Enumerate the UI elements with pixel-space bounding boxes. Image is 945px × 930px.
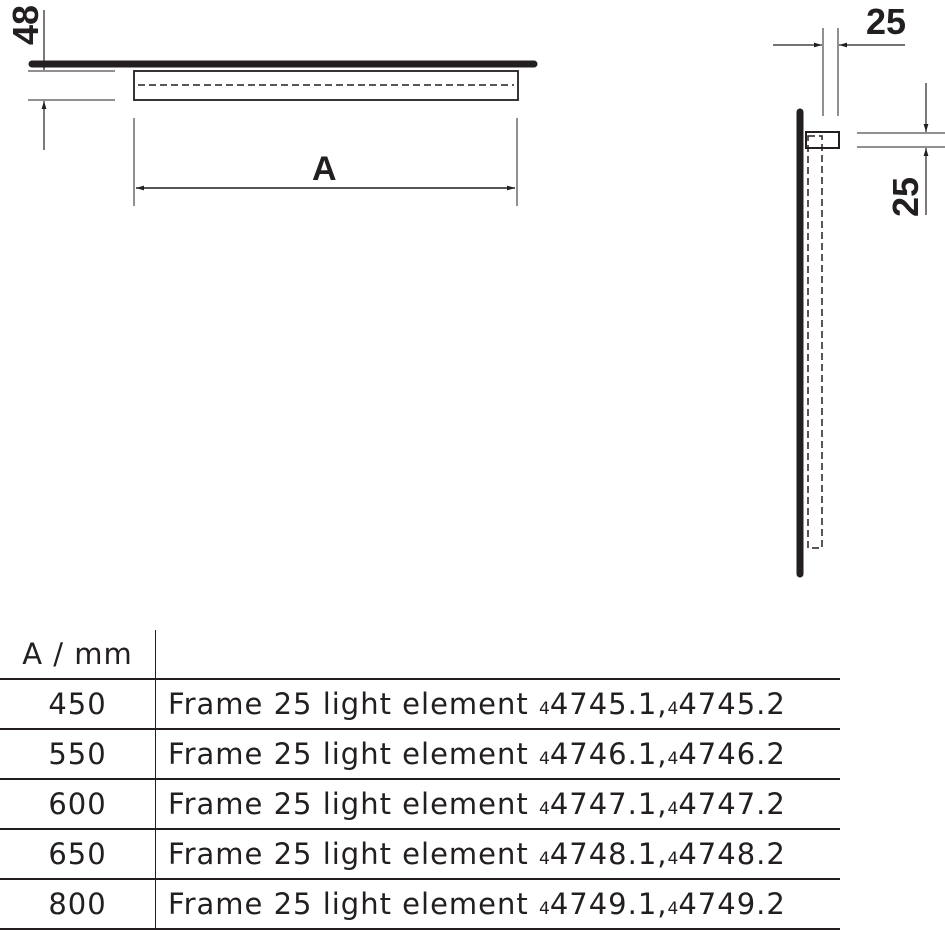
cell-description: Frame 25 light element 44747.1,44747.2 [155,779,840,830]
cell-a: 450 [0,679,156,730]
header-a-mm: A / mm [0,630,156,680]
cell-description: Frame 25 light element 44749.1,44749.2 [155,879,840,930]
top-view [28,10,538,206]
table-row: 450 Frame 25 light element 44745.1,44745… [0,679,840,730]
dim-length-label: A [312,150,337,188]
dimension-table: A / mm 450 Frame 25 light element 44745.… [0,630,840,930]
dim-side-width-label: 25 [866,1,906,42]
table-header-row: A / mm [0,630,840,680]
table-row: 550 Frame 25 light element 44746.1,44746… [0,729,840,780]
dim-height-label: 48 [5,5,46,45]
dim-side-depth-label: 25 [885,177,926,217]
table-row: 650 Frame 25 light element 44748.1,44748… [0,829,840,880]
cell-a: 600 [0,779,156,830]
cell-a: 550 [0,729,156,780]
light-element [133,70,519,101]
cell-a: 650 [0,829,156,880]
technical-drawing: 48 A 25 25 [5,1,945,578]
table-row: 600 Frame 25 light element 44747.1,44747… [0,779,840,830]
cell-description: Frame 25 light element 44746.1,44746.2 [155,729,840,780]
cell-description: Frame 25 light element 44745.1,44745.2 [155,679,840,730]
cell-a: 800 [0,879,156,930]
side-view [773,28,945,578]
table-row: 800 Frame 25 light element 44749.1,44749… [0,879,840,930]
cell-description: Frame 25 light element 44748.1,44748.2 [155,829,840,880]
